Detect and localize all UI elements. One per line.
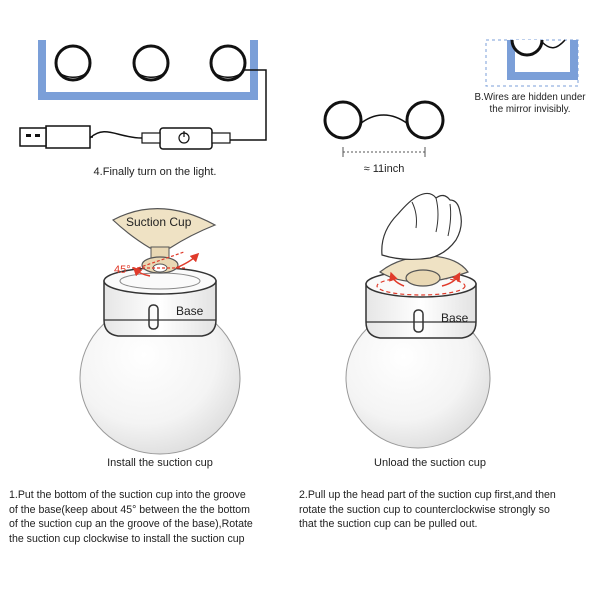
power-cable xyxy=(230,69,267,141)
instruction-line: rotate the suction cup to counterclockwi… xyxy=(299,503,550,516)
bulb xyxy=(132,44,170,82)
rotation-arrow-icon xyxy=(441,272,461,287)
unload-instructions: 2.Pull up the head part of the suction c… xyxy=(299,488,597,532)
bulb-wire xyxy=(55,65,246,78)
hidden-wire-note-line: B.Wires are hidden under xyxy=(474,92,586,103)
rotation-arrow-icon xyxy=(175,252,200,269)
base-slot xyxy=(148,304,159,330)
rotation-arrow-icon xyxy=(389,271,405,287)
unload-illustration xyxy=(345,192,491,449)
suction-cup-hub xyxy=(405,269,441,287)
inline-switch xyxy=(141,127,231,150)
distance-label: ≈ 11inch xyxy=(363,163,405,175)
instruction-line: of the suction cup an the groove of the … xyxy=(9,518,253,530)
bulb-spacing-diagram xyxy=(323,100,445,157)
install-illustration xyxy=(79,208,241,455)
mirror-frame xyxy=(38,40,258,100)
usb-plug-icon xyxy=(19,125,93,149)
hidden-wire-note-line: the mirror invisibly. xyxy=(489,104,571,115)
bulb xyxy=(510,39,544,57)
base-slot xyxy=(413,309,424,333)
rotation-arrow-icon xyxy=(132,266,151,277)
instruction-line: 1.Put the bottom of the suction cup into… xyxy=(9,489,246,501)
base-groove xyxy=(376,276,466,296)
install-base-label: Base xyxy=(176,304,204,318)
bulb xyxy=(54,44,92,82)
suction-cup-head xyxy=(111,208,217,249)
base xyxy=(103,280,217,337)
hidden-wire-panel xyxy=(485,39,579,87)
instruction-line: 2.Pull up the head part of the suction c… xyxy=(299,489,556,501)
instruction-line: that the suction cup can be pulled out. xyxy=(299,518,478,530)
angle-label: 45° xyxy=(114,264,131,276)
hidden-wire-note: B.Wires are hidden under the mirror invi… xyxy=(462,92,598,116)
instruction-line: the suction cup clockwise to install the… xyxy=(9,532,245,545)
bulb-wire xyxy=(541,39,566,49)
install-caption: Install the suction cup xyxy=(107,457,213,469)
unload-base-label: Base xyxy=(441,311,469,325)
usb-cable xyxy=(89,131,143,139)
connecting-wire xyxy=(325,114,443,139)
hand-icon xyxy=(381,192,462,261)
install-instructions: 1.Put the bottom of the suction cup into… xyxy=(9,488,299,546)
unload-caption: Unload the suction cup xyxy=(374,457,486,469)
instruction-line: of the base(keep about 45° between the t… xyxy=(9,503,251,516)
mirror-frame-panel xyxy=(19,40,267,150)
suction-cup-label: Suction Cup xyxy=(126,215,192,229)
finally-turn-on-caption: 4.Finally turn on the light. xyxy=(93,166,217,178)
bulb xyxy=(209,44,247,82)
angle-line xyxy=(137,251,185,269)
